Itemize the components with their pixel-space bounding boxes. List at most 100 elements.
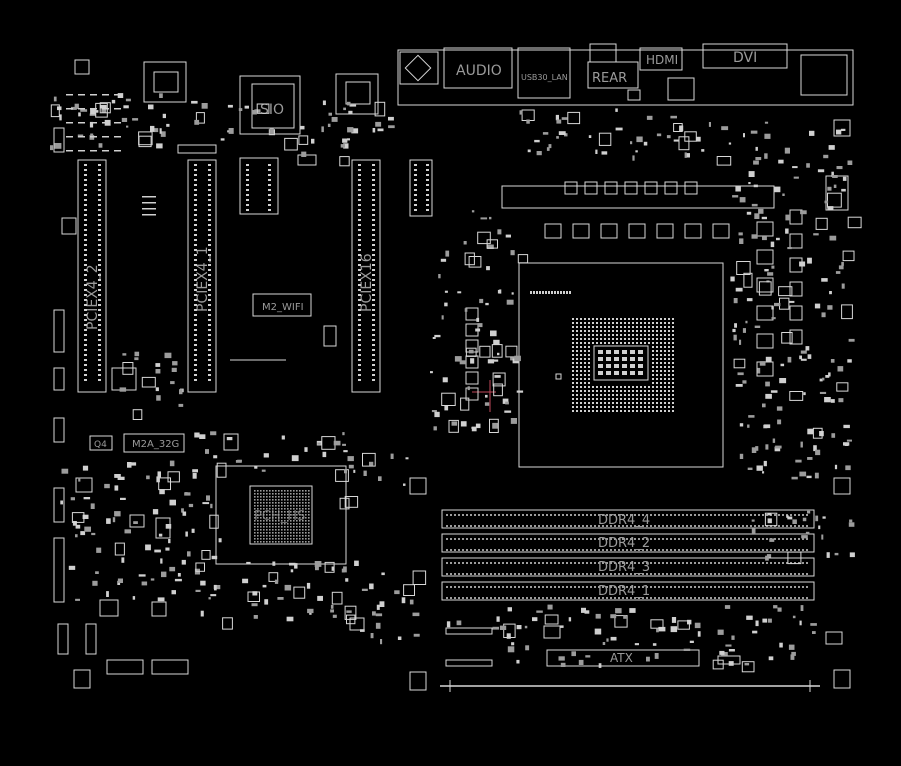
smd-part: [308, 541, 310, 543]
ddr4-1-slot[interactable]: [441, 581, 815, 601]
smd-part: [615, 608, 622, 614]
smd-part: [494, 573, 496, 575]
smd-part: [602, 514, 604, 516]
smd-part: [272, 541, 274, 543]
smd-part: [634, 514, 636, 516]
smd-part: [208, 339, 211, 341]
dvi-label: DVI: [733, 50, 757, 66]
m2a-32g-slot[interactable]: [123, 433, 185, 453]
smd-part: [302, 523, 304, 525]
smd-part: [71, 512, 85, 523]
smd-part: [278, 541, 280, 543]
smd-part: [821, 312, 826, 318]
smd-part: [618, 514, 620, 516]
atx-connector[interactable]: [546, 649, 700, 667]
smd-part: [620, 318, 622, 320]
smd-part: [742, 538, 744, 540]
smd-part: [194, 234, 197, 236]
smd-part: [588, 370, 590, 372]
smd-part: [576, 378, 578, 380]
smd-part: [652, 390, 654, 392]
smd-part: [446, 586, 448, 588]
ddr4-3-slot[interactable]: [441, 557, 815, 577]
smd-part: [84, 309, 87, 311]
smd-part: [269, 505, 271, 507]
smd-part: [426, 199, 429, 201]
smd-part: [546, 573, 548, 575]
smd-part: [526, 514, 528, 516]
smd-part: [277, 597, 284, 600]
smd-part: [670, 525, 672, 527]
smd-part: [648, 322, 650, 324]
smd-part: [658, 514, 660, 516]
smd-part: [498, 538, 500, 540]
smd-part: [92, 580, 98, 586]
smd-part: [254, 493, 256, 495]
smd-part: [742, 573, 744, 575]
smd-part: [302, 541, 304, 543]
smd-part: [672, 402, 674, 404]
smd-part: [604, 330, 606, 332]
smd-part: [358, 269, 361, 271]
smd-part: [612, 406, 614, 408]
usb-lan-connector[interactable]: [517, 47, 571, 99]
smd-part: [194, 254, 197, 256]
smd-part: [802, 549, 804, 551]
smd-part: [588, 398, 590, 400]
smd-part: [80, 109, 88, 112]
smd-part: [812, 631, 816, 634]
smd-part: [246, 184, 249, 186]
smd-part: [766, 597, 768, 599]
smd-part: [454, 549, 456, 551]
smd-part: [666, 562, 668, 564]
smd-part: [296, 490, 298, 492]
smd-part: [272, 493, 274, 495]
smd-part: [664, 386, 666, 388]
m2-wifi-slot[interactable]: [252, 293, 312, 317]
smd-part: [254, 499, 256, 501]
smd-part: [656, 358, 658, 360]
smd-part: [492, 422, 499, 429]
pciex16-slot[interactable]: [351, 159, 381, 393]
smd-part: [84, 249, 87, 251]
ddr4-2-slot[interactable]: [441, 533, 815, 553]
smd-part: [275, 499, 277, 501]
pciex4-1-slot[interactable]: [187, 159, 217, 393]
smd-part: [257, 496, 259, 498]
smd-part: [296, 523, 298, 525]
smd-part: [208, 264, 211, 266]
smd-part: [466, 525, 468, 527]
smd-part: [640, 326, 642, 328]
smd-part: [751, 447, 757, 453]
smd-part: [762, 618, 768, 623]
smd-part: [98, 204, 101, 206]
cpu-socket[interactable]: [518, 262, 724, 468]
smd-part: [622, 573, 624, 575]
smd-part: [358, 279, 361, 281]
hdmi-connector[interactable]: [639, 47, 683, 71]
smd-part: [672, 326, 674, 328]
smd-part: [622, 514, 624, 516]
ddr4-4-slot[interactable]: [441, 509, 815, 529]
dvi-connector[interactable]: [702, 43, 788, 69]
pciex4-2-slot[interactable]: [77, 159, 107, 393]
smd-part: [269, 529, 271, 531]
smd-part: [756, 277, 774, 293]
smd-part: [841, 261, 844, 266]
smd-part: [628, 322, 630, 324]
smd-part: [632, 318, 634, 320]
smd-part: [672, 318, 674, 320]
smd-part: [372, 209, 375, 211]
audio-connector[interactable]: [443, 47, 513, 89]
smd-part: [616, 318, 618, 320]
smd-part: [668, 322, 670, 324]
smd-part: [485, 394, 488, 398]
smd-part: [582, 586, 584, 588]
smd-part: [664, 382, 666, 384]
smd-part: [768, 656, 774, 661]
rear-connector[interactable]: [587, 61, 639, 89]
smd-part: [576, 398, 578, 400]
smd-part: [807, 457, 813, 460]
smd-part: [702, 573, 704, 575]
smd-part: [546, 586, 548, 588]
